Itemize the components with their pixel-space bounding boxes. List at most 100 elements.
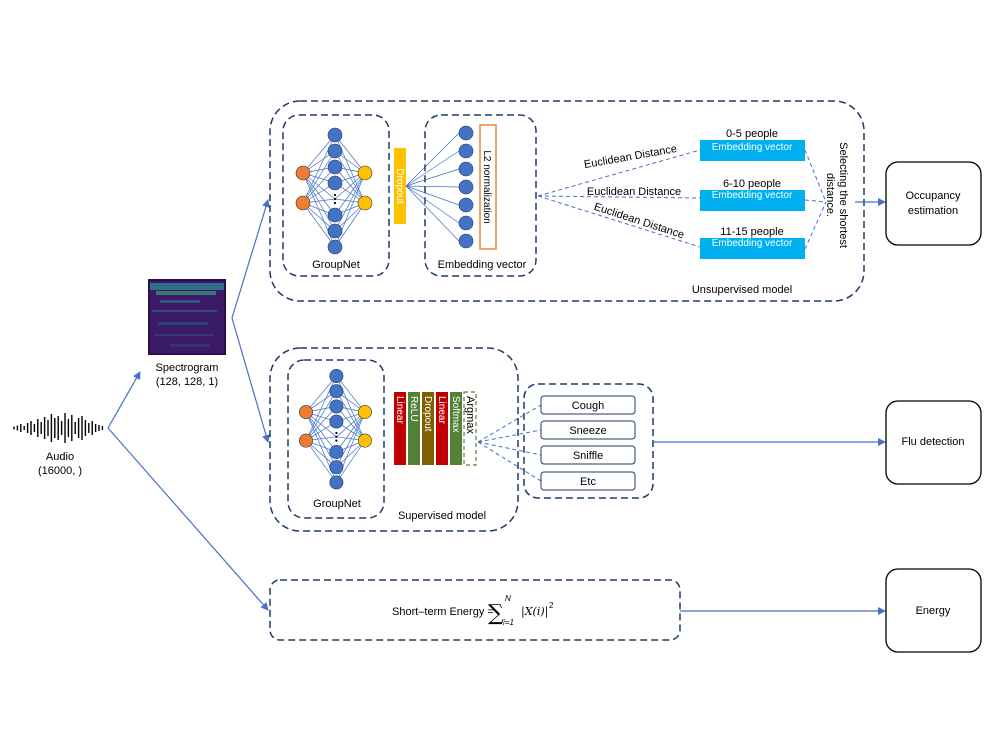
nn-edge — [305, 411, 337, 453]
ellipsis-dot — [335, 439, 338, 442]
layer-label: ReLU — [408, 396, 419, 422]
dropout-to-embedding-connections — [405, 132, 460, 242]
ellipsis-dot — [335, 431, 338, 435]
hidden-node — [327, 223, 343, 239]
nn-edge — [336, 375, 366, 413]
hidden-node — [327, 143, 343, 159]
fan-edge — [477, 429, 542, 443]
spectrogram-shape: (128, 128, 1) — [156, 376, 218, 388]
class-range-0-5: 0-5 people — [726, 128, 778, 140]
hidden-node — [327, 239, 343, 255]
embedding-node — [458, 143, 474, 159]
hidden-node — [329, 384, 344, 399]
nn-edge — [334, 150, 366, 204]
hidden-node — [327, 159, 343, 175]
nn-edge — [334, 134, 366, 174]
flu-classes-frame — [523, 383, 654, 499]
fan-edge — [477, 404, 542, 443]
audio-shape: (16000, ) — [38, 465, 82, 477]
select-line-1 — [804, 149, 827, 203]
argmax-to-classes-connections — [477, 404, 542, 482]
fan-edge — [405, 168, 460, 187]
embedding-node — [458, 233, 474, 249]
nn-edge — [336, 411, 366, 468]
ellipsis-dot — [333, 201, 337, 205]
hidden-node — [329, 460, 344, 475]
nn-edge — [336, 411, 366, 453]
dropout-label: Dropout — [394, 168, 405, 204]
arrow-spectrogram-to-supervised — [231, 317, 270, 443]
occupancy-output-line2: estimation — [908, 205, 958, 217]
flu-output-box — [885, 400, 982, 485]
fan-edge — [405, 132, 460, 187]
occupancy-output-box — [885, 161, 982, 246]
flu-output-label: Flu detection — [902, 436, 965, 448]
select-line-2 — [804, 199, 827, 203]
embedding-node — [458, 125, 474, 141]
energy-exponent: 2 — [549, 601, 554, 610]
energy-sum-symbol: ∑ — [488, 601, 504, 626]
distance-line-1 — [537, 149, 701, 197]
nn-edge — [302, 172, 336, 216]
nn-edge — [302, 172, 336, 232]
input-node — [299, 433, 313, 448]
energy-formula-body: |X(i)| — [521, 605, 548, 619]
embedding-nodes — [458, 125, 474, 249]
embedding-box-0-5 — [700, 140, 805, 161]
nn-edge — [302, 166, 336, 204]
energy-output-label: Energy — [916, 605, 951, 617]
select-line-3 — [804, 201, 827, 250]
layer-bar — [408, 392, 420, 465]
embedding-node — [458, 197, 474, 213]
nn-edge — [305, 375, 337, 413]
distance-label-3: Euclidean Distance — [592, 201, 685, 242]
class-range-11-15: 11-15 people — [720, 226, 783, 238]
class-box-sniffle — [540, 445, 636, 465]
layer-label: Linear — [436, 396, 447, 424]
audio-waveform-icon — [13, 413, 104, 443]
layer-label: Softmax — [450, 396, 461, 433]
nn-edge — [334, 166, 366, 204]
embedding-box-6-10 — [700, 190, 805, 211]
embedding-node — [458, 179, 474, 195]
distance-line-2 — [537, 195, 701, 199]
hidden-node — [329, 369, 344, 383]
groupnet-frame-bottom — [287, 359, 385, 519]
supervised-model-title: Supervised model — [398, 510, 486, 522]
class-label-cough: Cough — [572, 400, 604, 412]
input-node — [295, 165, 311, 181]
l2-normalization-layer — [479, 124, 497, 250]
energy-sum-upper: N — [505, 594, 511, 603]
energy-sum-lower: i=1 — [503, 618, 514, 627]
nn-edge — [336, 406, 366, 441]
layer-bar — [463, 391, 477, 466]
fan-edge — [405, 185, 460, 188]
class-label-etc: Etc — [580, 476, 596, 488]
ellipsis-dot — [333, 197, 337, 201]
class-label-sniffle: Sniffle — [573, 450, 603, 462]
layer-label: Dropout — [422, 396, 433, 432]
hidden-node — [327, 207, 343, 223]
nn-edge — [334, 172, 366, 216]
ellipsis-dot — [335, 435, 338, 438]
class-box-cough — [540, 395, 636, 415]
unsupervised-model-frame — [269, 100, 865, 302]
class-label-sneeze: Sneeze — [569, 425, 606, 437]
layer-bar — [436, 392, 448, 465]
occupancy-output-line1: Occupancy — [905, 190, 961, 202]
ellipsis-dot — [333, 193, 337, 197]
nn-edge — [336, 391, 366, 441]
fan-edge — [405, 150, 460, 187]
hidden-node — [327, 175, 343, 191]
input-node — [295, 195, 311, 211]
supervised-model-frame — [269, 347, 519, 532]
fan-edge — [405, 185, 460, 206]
hidden-node — [329, 475, 344, 490]
nn-edge — [334, 202, 366, 248]
embedding-node — [458, 161, 474, 177]
arrow-audio-to-energy — [107, 427, 269, 611]
nn-edge — [305, 406, 337, 441]
output-node — [357, 433, 372, 448]
layer-label: Argmax — [464, 396, 476, 434]
